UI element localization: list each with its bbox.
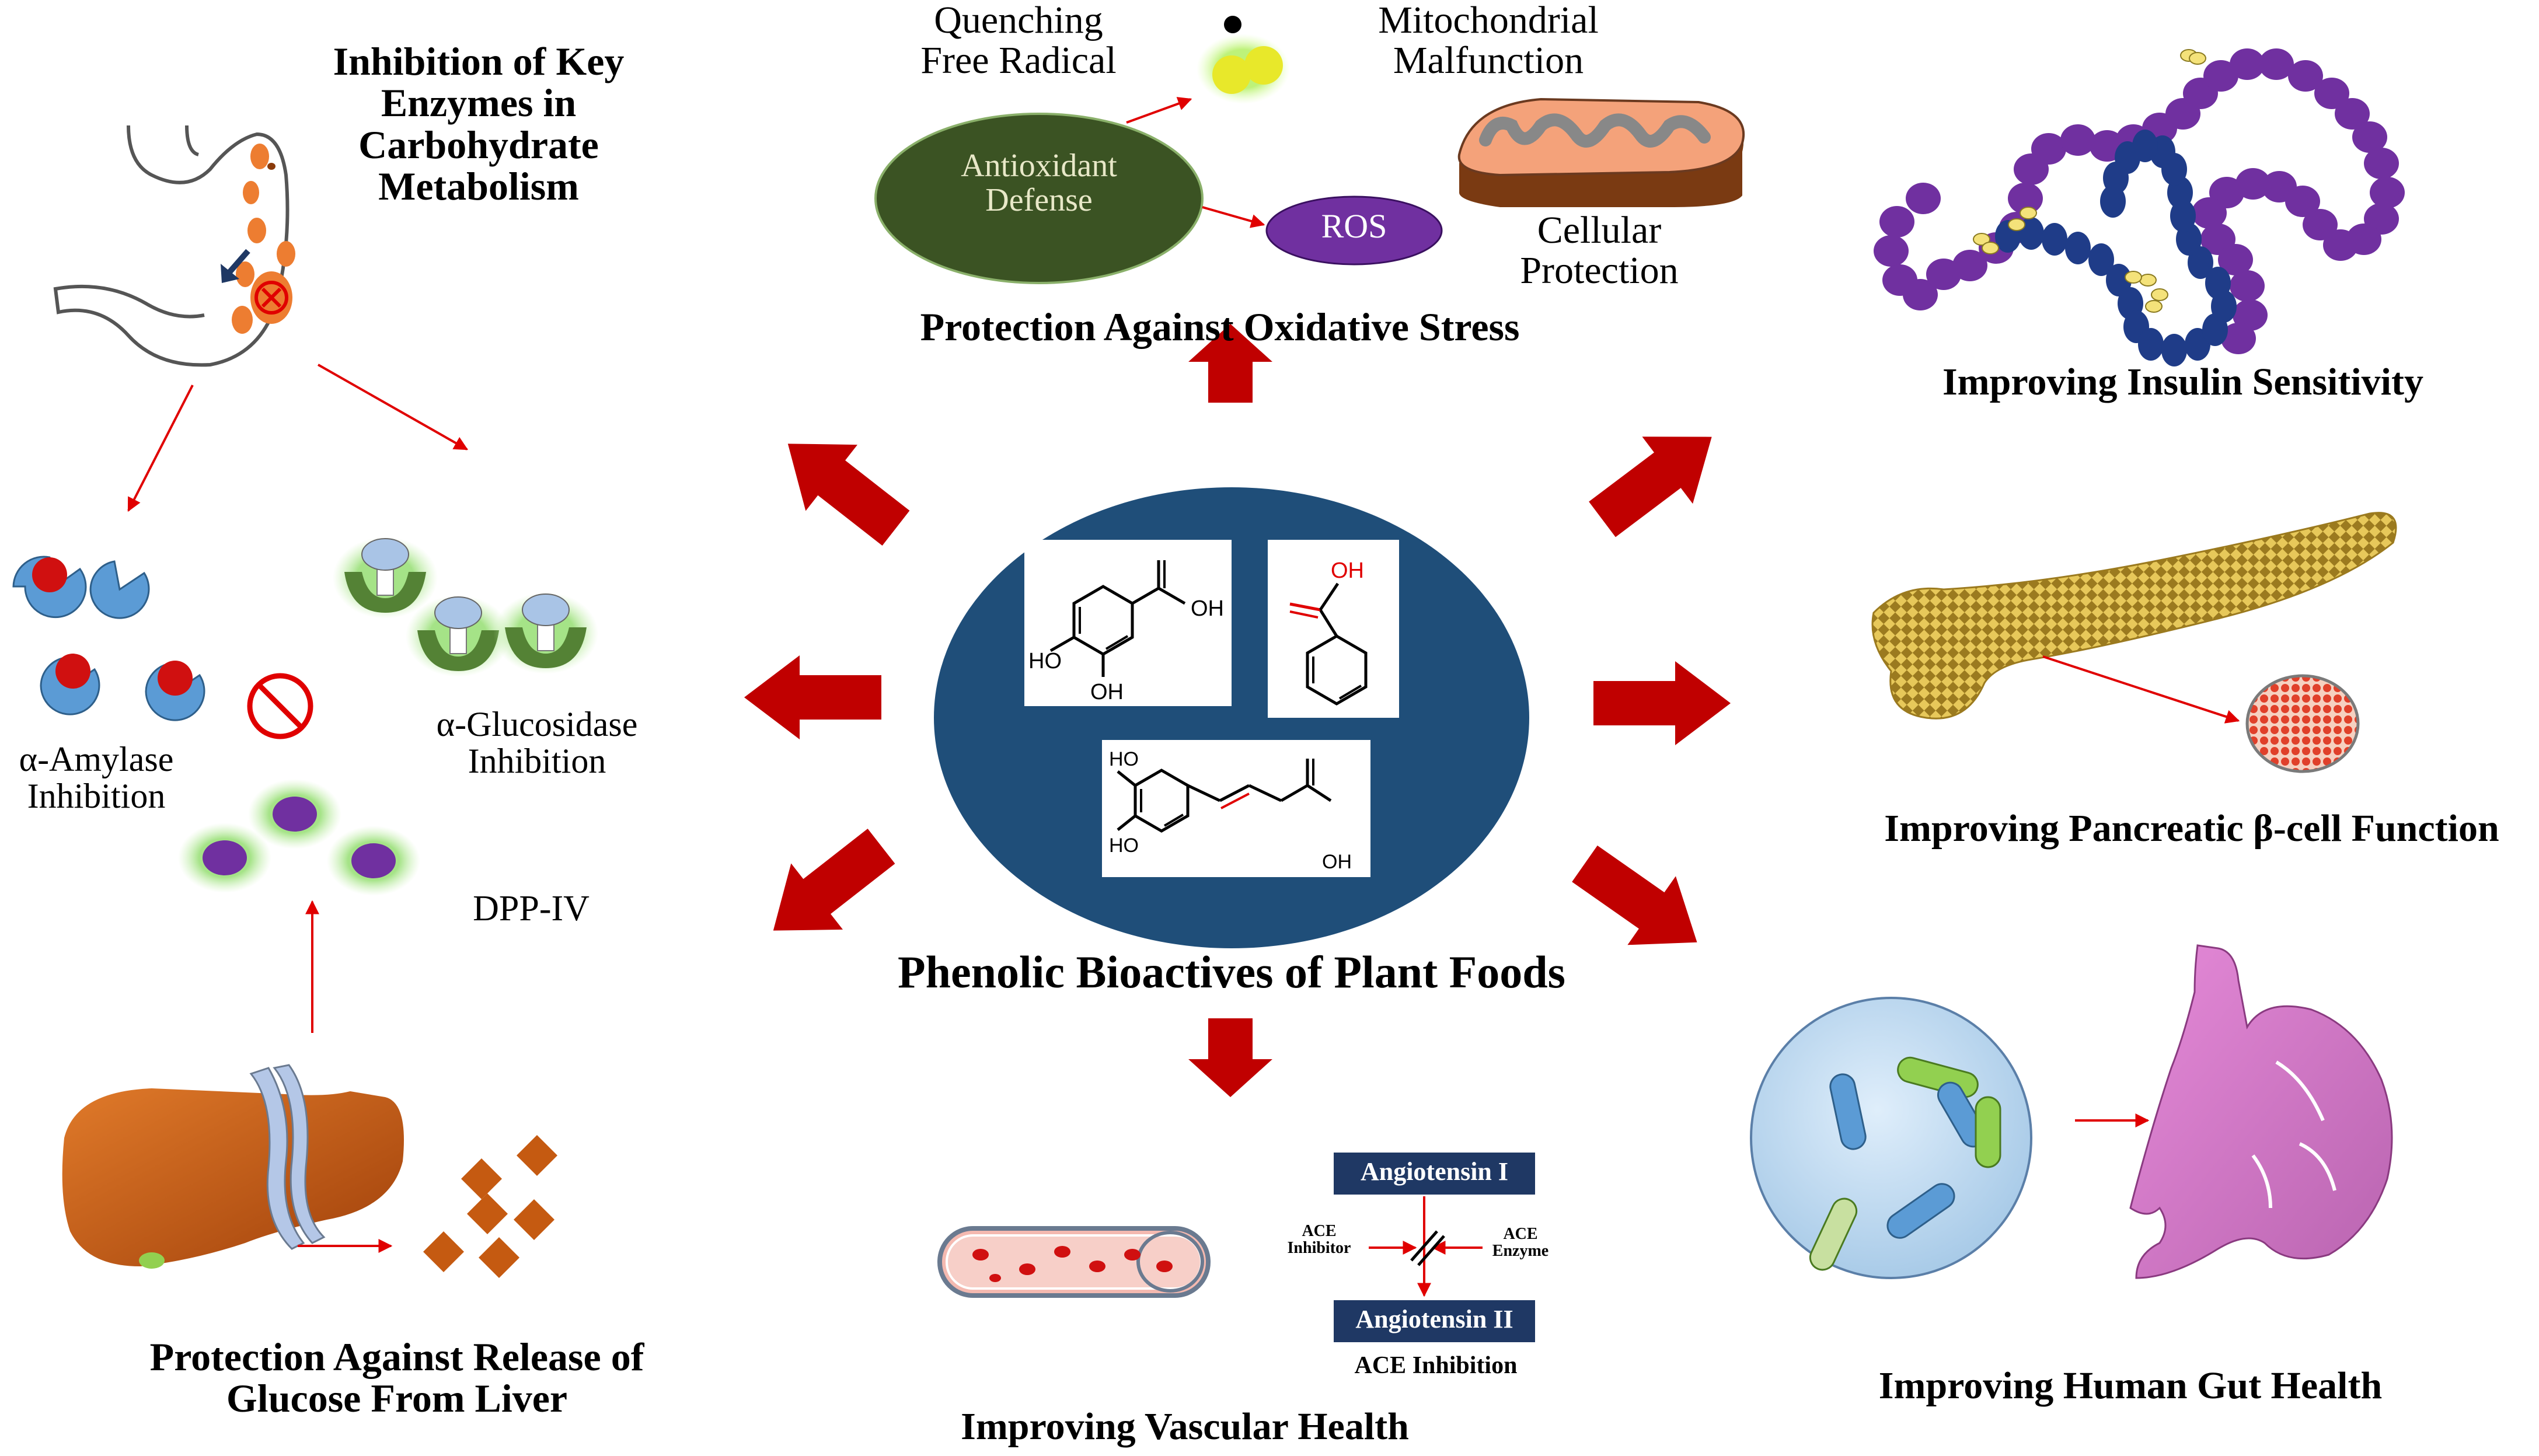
- center-hub: OH HO OH OH: [934, 487, 1529, 948]
- angiotensin-1-label: Angiotensin I: [1360, 1157, 1509, 1186]
- antioxidant-ellipse: [874, 113, 1204, 284]
- arrow-upper-left: [787, 444, 910, 546]
- molecule-box-1: OH HO OH: [1024, 540, 1232, 706]
- mitochondrion-icon: [1457, 97, 1745, 207]
- beta-cell-icon: [2245, 674, 2360, 773]
- gut-panel: [1750, 944, 2393, 1279]
- gut-title: Improving Human Gut Health: [1878, 1364, 2383, 1407]
- free-radical-molecule: [1212, 55, 1251, 94]
- prohibition-icon: [247, 673, 313, 739]
- ros-ellipse: [1265, 195, 1443, 266]
- quenching-label: Quenching Free Radical: [920, 0, 1117, 82]
- angiotensin-2-label: Angiotensin II: [1355, 1305, 1513, 1333]
- mol1-oh-top: OH: [1191, 596, 1224, 621]
- insulin-title: Improving Insulin Sensitivity: [1942, 361, 2424, 403]
- pancreas-panel: [1871, 512, 2397, 773]
- mito-label: Mitochondrial Malfunction: [1378, 0, 1599, 82]
- arrow-up: [1188, 324, 1272, 403]
- mol2-oh: OH: [1331, 558, 1364, 583]
- dpp-label: DPP-IV: [473, 889, 590, 928]
- angiotensin-1-box: [1334, 1153, 1535, 1195]
- pancreas-icon: [1871, 512, 2397, 720]
- mol3-ho-left: HO: [1109, 835, 1139, 857]
- ros-label: ROS: [1321, 207, 1387, 245]
- molecule-box-3: HO HO OH: [1102, 740, 1370, 877]
- pancreas-title: Improving Pancreatic β-cell Function: [1884, 807, 2499, 850]
- amylase-label: α-Amylase Inhibition: [19, 740, 174, 815]
- arrow-left: [744, 655, 881, 739]
- amylase-icons: [12, 556, 205, 721]
- oxidative-panel: [874, 16, 1745, 284]
- cellular-label: Cellular Protection: [1520, 209, 1679, 292]
- outward-arrows: [744, 324, 1731, 1097]
- center-title: Phenolic Bioactives of Plant Foods: [898, 947, 1565, 997]
- arrow-down: [1188, 1018, 1272, 1097]
- oxidative-title: Protection Against Oxidative Stress: [920, 305, 1520, 349]
- glucosidase-label: α-Glucosidase Inhibition: [436, 705, 638, 780]
- free-radical-dot: [1224, 16, 1241, 33]
- vascular-title: Improving Vascular Health: [961, 1405, 1409, 1448]
- mol3-oh-bottom: OH: [1322, 851, 1352, 873]
- mol1-oh-left: HO: [1028, 649, 1062, 673]
- inhibit-x-icon: [254, 281, 288, 315]
- ace-inhibition-label: ACE Inhibition: [1354, 1352, 1518, 1379]
- arrow-right: [1593, 661, 1731, 745]
- gallbladder-icon: [139, 1252, 165, 1269]
- insulin-chain-icon: [1874, 48, 2405, 366]
- ace-inhibitor-label: ACE Inhibitor: [1287, 1222, 1351, 1258]
- ace-enzyme-label: ACE Enzyme: [1492, 1225, 1549, 1261]
- microbiome-circle: [1750, 997, 2032, 1279]
- mol3-ho-top: HO: [1109, 748, 1139, 770]
- mol1-oh-bottom: OH: [1090, 680, 1124, 704]
- molecule-box-2: OH: [1268, 540, 1399, 718]
- dpp-icons: [178, 779, 420, 896]
- arrow-lower-right: [1572, 845, 1697, 945]
- angiotensin-2-box: [1334, 1300, 1535, 1342]
- glucosidase-icons: [333, 537, 598, 677]
- carb-panel: [12, 125, 598, 1033]
- vascular-panel: [937, 1153, 1535, 1342]
- liver-panel: [62, 1064, 557, 1278]
- bacteria-icons: [1809, 1056, 2001, 1271]
- carb-title: Inhibition of Key Enzymes in Carbohydrat…: [333, 39, 625, 209]
- gut-stomach-icon: [2129, 944, 2393, 1279]
- antioxidant-label: Antioxidant Defense: [961, 148, 1117, 218]
- liver-icon: [62, 1088, 404, 1266]
- liver-title: Protection Against Release of Glucose Fr…: [149, 1335, 644, 1421]
- glucose-diamonds: [423, 1135, 557, 1278]
- arrow-lower-left: [773, 829, 895, 931]
- arrow-upper-right: [1589, 437, 1712, 537]
